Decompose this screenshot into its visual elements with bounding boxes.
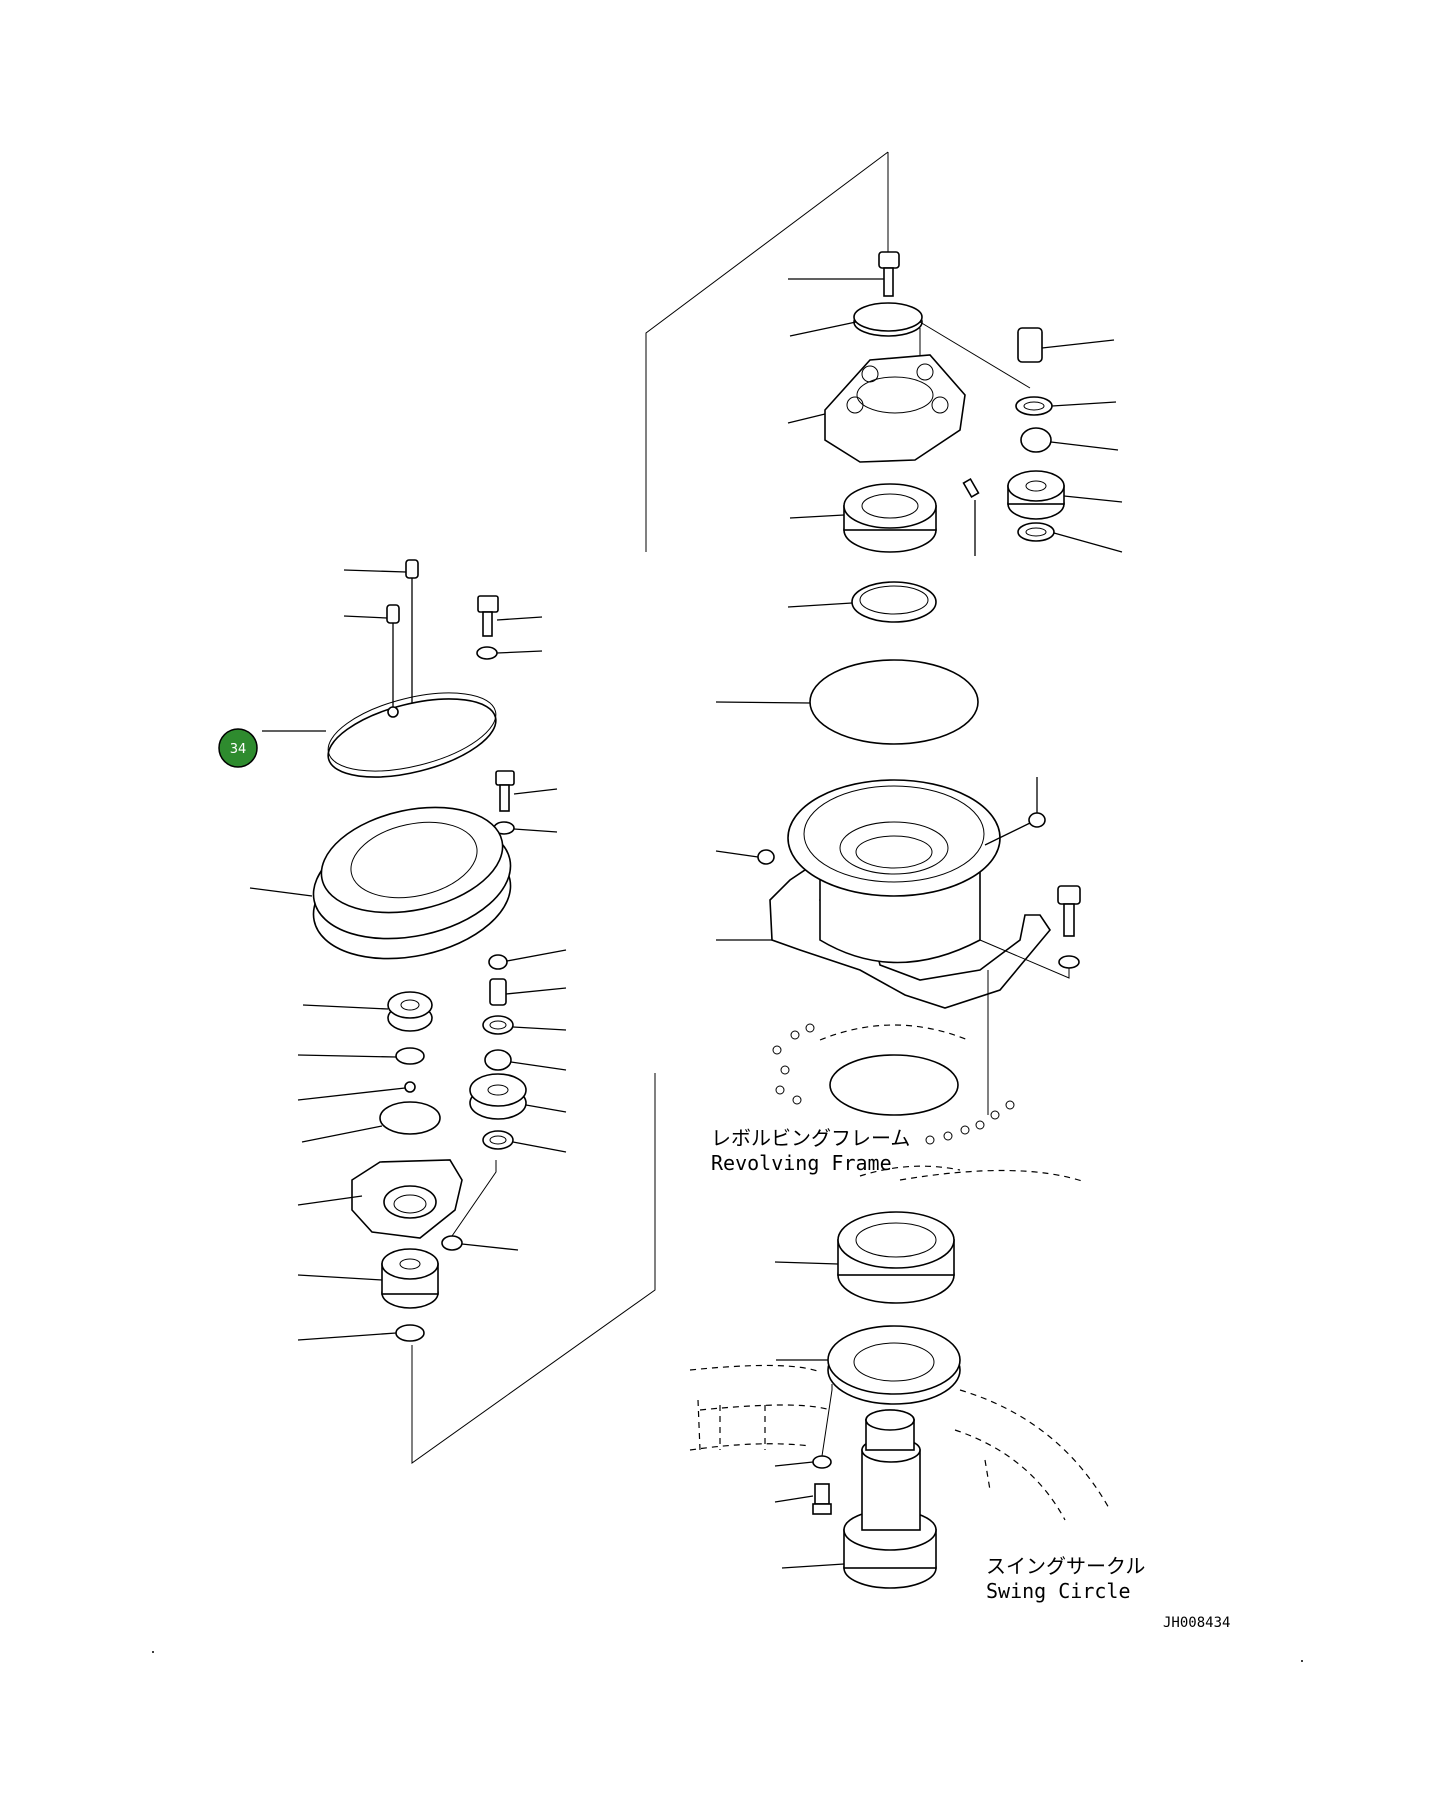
large-bearing-part bbox=[774, 1211, 955, 1304]
bolt-part bbox=[343, 604, 400, 712]
bolt-part bbox=[495, 770, 558, 812]
washer-part bbox=[476, 646, 543, 660]
washer-part bbox=[482, 1130, 567, 1153]
swing-circle-outline bbox=[689, 1364, 1111, 1521]
pin-part bbox=[1017, 327, 1115, 363]
right-assembly bbox=[689, 251, 1123, 1589]
ball-part bbox=[297, 1081, 416, 1101]
snap-ring-part bbox=[488, 949, 567, 970]
plug-part bbox=[715, 849, 775, 865]
left-assembly bbox=[249, 559, 567, 1342]
planet-gear-part bbox=[297, 1248, 439, 1309]
machinery-case-part bbox=[716, 779, 1051, 1009]
roller-bearing-part bbox=[789, 483, 937, 553]
thrust-plate-part bbox=[297, 1324, 425, 1342]
planet-carrier-part bbox=[297, 1159, 463, 1239]
washer-part bbox=[774, 1384, 833, 1469]
swing-circle-en-label: Swing Circle bbox=[986, 1579, 1131, 1603]
o-ring-part bbox=[715, 659, 979, 745]
cover-plate-part bbox=[262, 692, 497, 778]
bolt-part bbox=[979, 885, 1081, 979]
plug-part bbox=[984, 777, 1046, 846]
pin-part bbox=[489, 978, 567, 1006]
needle-bearing-part bbox=[1020, 427, 1119, 453]
thrust-plate-part bbox=[301, 1101, 441, 1143]
bolt-part bbox=[774, 1483, 832, 1515]
bolt-part bbox=[343, 559, 419, 718]
planet-gear-part bbox=[469, 1073, 567, 1120]
bearing-cover-part bbox=[776, 1325, 961, 1405]
washer-part bbox=[482, 1015, 567, 1035]
spacer-ring-part bbox=[787, 581, 937, 623]
bolt-part bbox=[788, 251, 900, 297]
part-callout-34[interactable]: 34 bbox=[218, 728, 258, 768]
snap-ring-part bbox=[441, 1160, 519, 1251]
callout-marker[interactable] bbox=[218, 728, 258, 768]
needle-bearing-part bbox=[484, 1049, 567, 1071]
sun-gear-part bbox=[302, 991, 433, 1032]
planet-gear-part bbox=[1007, 470, 1123, 520]
revolving-frame-outline bbox=[772, 970, 1086, 1183]
swing-circle-jp-label: スイングサークル bbox=[986, 1554, 1145, 1578]
washer-part bbox=[493, 821, 558, 835]
cap-plate-part bbox=[789, 302, 1031, 398]
ring-gear-part bbox=[249, 806, 512, 960]
revolving-frame-en-label: Revolving Frame bbox=[711, 1151, 892, 1175]
washer-part bbox=[1015, 396, 1117, 416]
washer-part bbox=[1017, 522, 1123, 553]
revolving-frame-jp-label: レボルビングフレーム bbox=[711, 1126, 910, 1150]
group-bracket-lines bbox=[411, 151, 889, 1464]
thrust-plate-part bbox=[297, 1047, 425, 1065]
callout-number: 34 bbox=[230, 742, 247, 757]
pinion-shaft-part bbox=[781, 1409, 937, 1589]
pin-part bbox=[962, 477, 980, 556]
bolt-part bbox=[477, 595, 543, 637]
planet-carrier-part bbox=[787, 354, 966, 463]
drawing-number: JH008434 bbox=[1163, 1615, 1230, 1631]
